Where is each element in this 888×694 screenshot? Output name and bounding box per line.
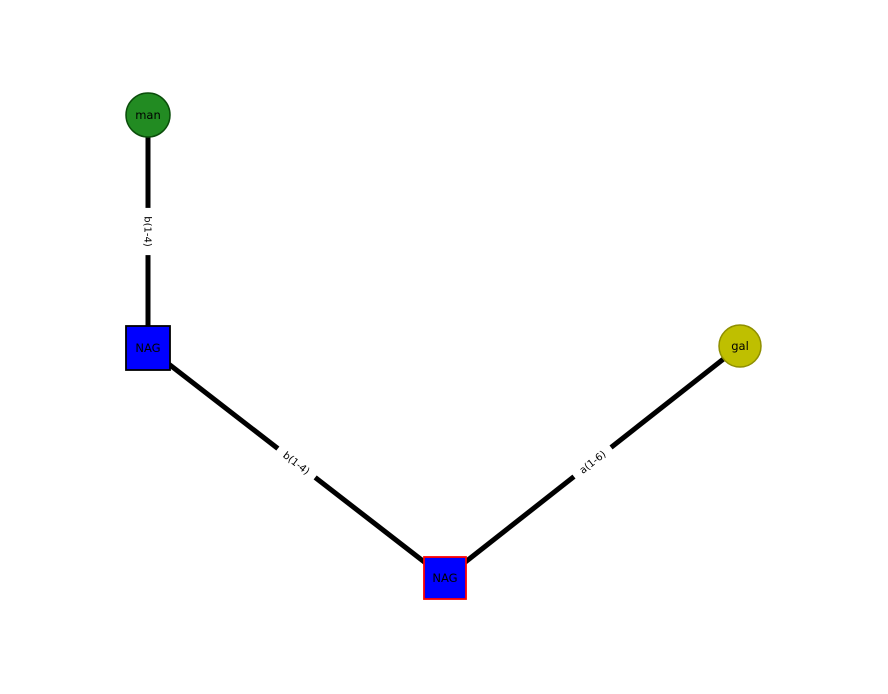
node-nag1 — [125, 325, 171, 371]
edge-label-nag2-gal: a(1-6) — [568, 440, 617, 484]
edge-label-bbox — [272, 441, 321, 485]
node-label-nag2: NAG — [432, 571, 457, 585]
edge-label-man-nag1: b(1-4) — [139, 207, 157, 256]
edge-label-bbox — [568, 440, 617, 484]
edge-label-text: b(1-4) — [142, 216, 153, 247]
node-label-nag1: NAG — [135, 341, 160, 355]
node-nag2 — [423, 556, 467, 600]
node-label-gal: gal — [731, 339, 749, 353]
node-label-man: man — [135, 108, 161, 122]
edge-label-nag1-nag2: b(1-4) — [272, 441, 321, 485]
node-gal — [718, 324, 762, 368]
edge-label-bbox — [139, 207, 157, 256]
node-man — [125, 92, 171, 138]
